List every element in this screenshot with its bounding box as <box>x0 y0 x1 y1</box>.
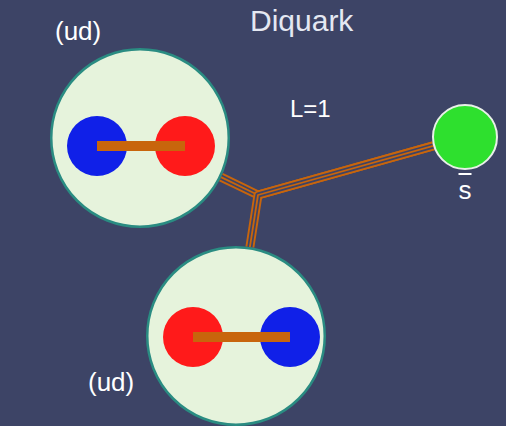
diquark-circle: (ud) <box>50 48 230 228</box>
diquark-label: (ud) <box>55 17 101 46</box>
diquark-bond <box>97 141 185 151</box>
diagram-title: Diquark <box>250 4 353 37</box>
diquark-circle: (ud) <box>146 246 326 426</box>
blue-quark <box>260 307 320 367</box>
circle-outline <box>432 104 498 170</box>
blue-quark <box>67 116 127 176</box>
angular-momentum-label: L=1 <box>290 96 331 122</box>
diquark-label: (ud) <box>88 368 134 397</box>
circle-outline <box>50 48 230 228</box>
red-quark <box>155 116 215 176</box>
antiquark-circle: s <box>432 104 498 170</box>
red-quark <box>163 307 223 367</box>
gluon-string <box>250 146 433 247</box>
antiquark-label: s <box>459 176 472 205</box>
circle-outline <box>146 246 326 426</box>
diquark-bond <box>193 332 290 342</box>
